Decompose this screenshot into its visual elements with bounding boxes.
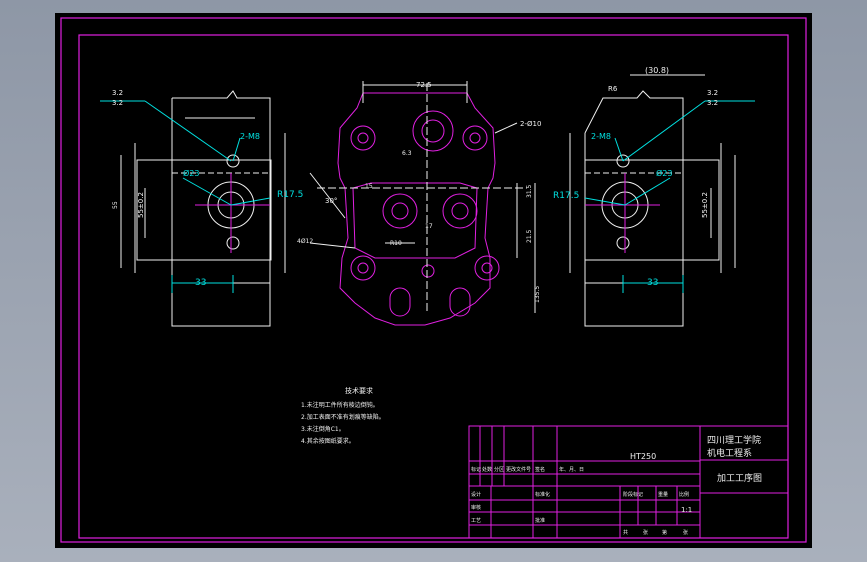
center-angle-label: 30° [325, 197, 337, 205]
left-hole-callout: 2-M8 [240, 132, 260, 141]
notes-line-4: 4.其余按图纸要求。 [301, 437, 355, 445]
right-dim-right: 55±0.2 [701, 192, 709, 218]
notes-title: 技术要求 [345, 386, 373, 395]
right-hole-callout: 2-M8 [591, 132, 611, 141]
left-dim-left: 55 [112, 201, 119, 209]
department-text: 机电工程系 [707, 447, 752, 459]
center-dim-right-top: 2-Ø10 [520, 120, 541, 128]
sheet-label-2: 第 [662, 529, 667, 536]
process-label: 工艺 [471, 518, 481, 524]
right-view: (30.8) R6 3.2 3.2 2-M8 Ø23 R17.5 33 55±0… [553, 66, 755, 327]
center-dim-top: 72.5 [416, 81, 432, 89]
row-label-5: 年、月、日 [559, 466, 584, 473]
right-dia-label: Ø23 [656, 168, 672, 178]
right-radius-label: R17.5 [553, 191, 579, 201]
notes-line-1: 1.未注明工件所有棱边倒钝。 [301, 401, 379, 409]
left-view: 3.2 3.2 2-M8 Ø23 R17.5 33 55 55±0.2 [100, 89, 303, 327]
left-roughness-1: 3.2 [112, 89, 123, 97]
center-roughness: 6.3 [402, 150, 412, 157]
outer-frame [60, 17, 807, 543]
row-label-4: 签名 [535, 466, 545, 473]
material-text: HT250 [630, 452, 656, 461]
row-label-3: 更改文件号 [506, 466, 531, 473]
drawing-name-text: 加工工序图 [717, 472, 762, 484]
notes-line-2: 2.加工表面不准有划痕等缺陷。 [301, 413, 385, 421]
stage-label-1: 重量 [658, 491, 668, 498]
sheet-label-0: 共 [623, 529, 628, 536]
stage-label-0: 阶段标记 [623, 491, 643, 498]
inner-frame [78, 34, 789, 539]
center-view: 72.5 2-Ø10 30° 15 17 31.5 21.5 135.5 4Ø1… [297, 81, 541, 326]
right-roughness-2: 3.2 [707, 99, 718, 107]
stage-label-2: 比例 [679, 491, 689, 498]
left-dia-label: Ø23 [183, 168, 199, 178]
drawing-canvas: 3.2 3.2 2-M8 Ø23 R17.5 33 55 55±0.2 [55, 13, 812, 548]
school-text: 四川理工学院 [707, 434, 761, 446]
center-small-label-2: 17 [425, 223, 433, 230]
scale-text: 1:1 [681, 506, 692, 514]
center-dim-right-3: 135.5 [534, 286, 541, 303]
title-block: HT250 四川理工学院 机电工程系 加工工序图 1:1 标记 处数 分区 更改… [468, 425, 789, 539]
audit-label: 审核 [471, 504, 481, 511]
row-label-1: 处数 [482, 466, 492, 473]
row-label-2: 分区 [494, 466, 504, 473]
center-dim-right-2: 21.5 [526, 229, 533, 243]
cad-drawing: 3.2 3.2 2-M8 Ø23 R17.5 33 55 55±0.2 [60, 17, 807, 543]
row-label-0: 标记 [471, 466, 481, 473]
sheet-label-1: 张 [643, 529, 648, 536]
right-roughness-1: 3.2 [707, 89, 718, 97]
left-radius-label: R17.5 [277, 190, 303, 200]
center-radius-label: R10 [390, 240, 402, 247]
left-dim-bottom: 33 [195, 278, 206, 288]
right-dim-top: (30.8) [645, 66, 669, 75]
right-dim-bottom: 33 [647, 278, 658, 288]
standard-label: 标准化 [535, 491, 550, 498]
center-small-label-1: 15 [365, 183, 373, 190]
left-roughness-2: 3.2 [112, 99, 123, 107]
notes-line-3: 3.未注倒角C1。 [301, 425, 345, 433]
design-label: 设计 [471, 491, 481, 498]
sheet-label-3: 张 [683, 529, 688, 536]
left-dim-vertical: 55±0.2 [137, 192, 145, 218]
center-dim-right-1: 31.5 [526, 184, 533, 198]
technical-notes: 技术要求 1.未注明工件所有棱边倒钝。 2.加工表面不准有划痕等缺陷。 3.未注… [301, 386, 385, 445]
center-bottom-left-callout: 4Ø12 [297, 238, 313, 245]
approve-label: 批准 [535, 517, 545, 524]
right-radius-r6: R6 [608, 85, 618, 93]
